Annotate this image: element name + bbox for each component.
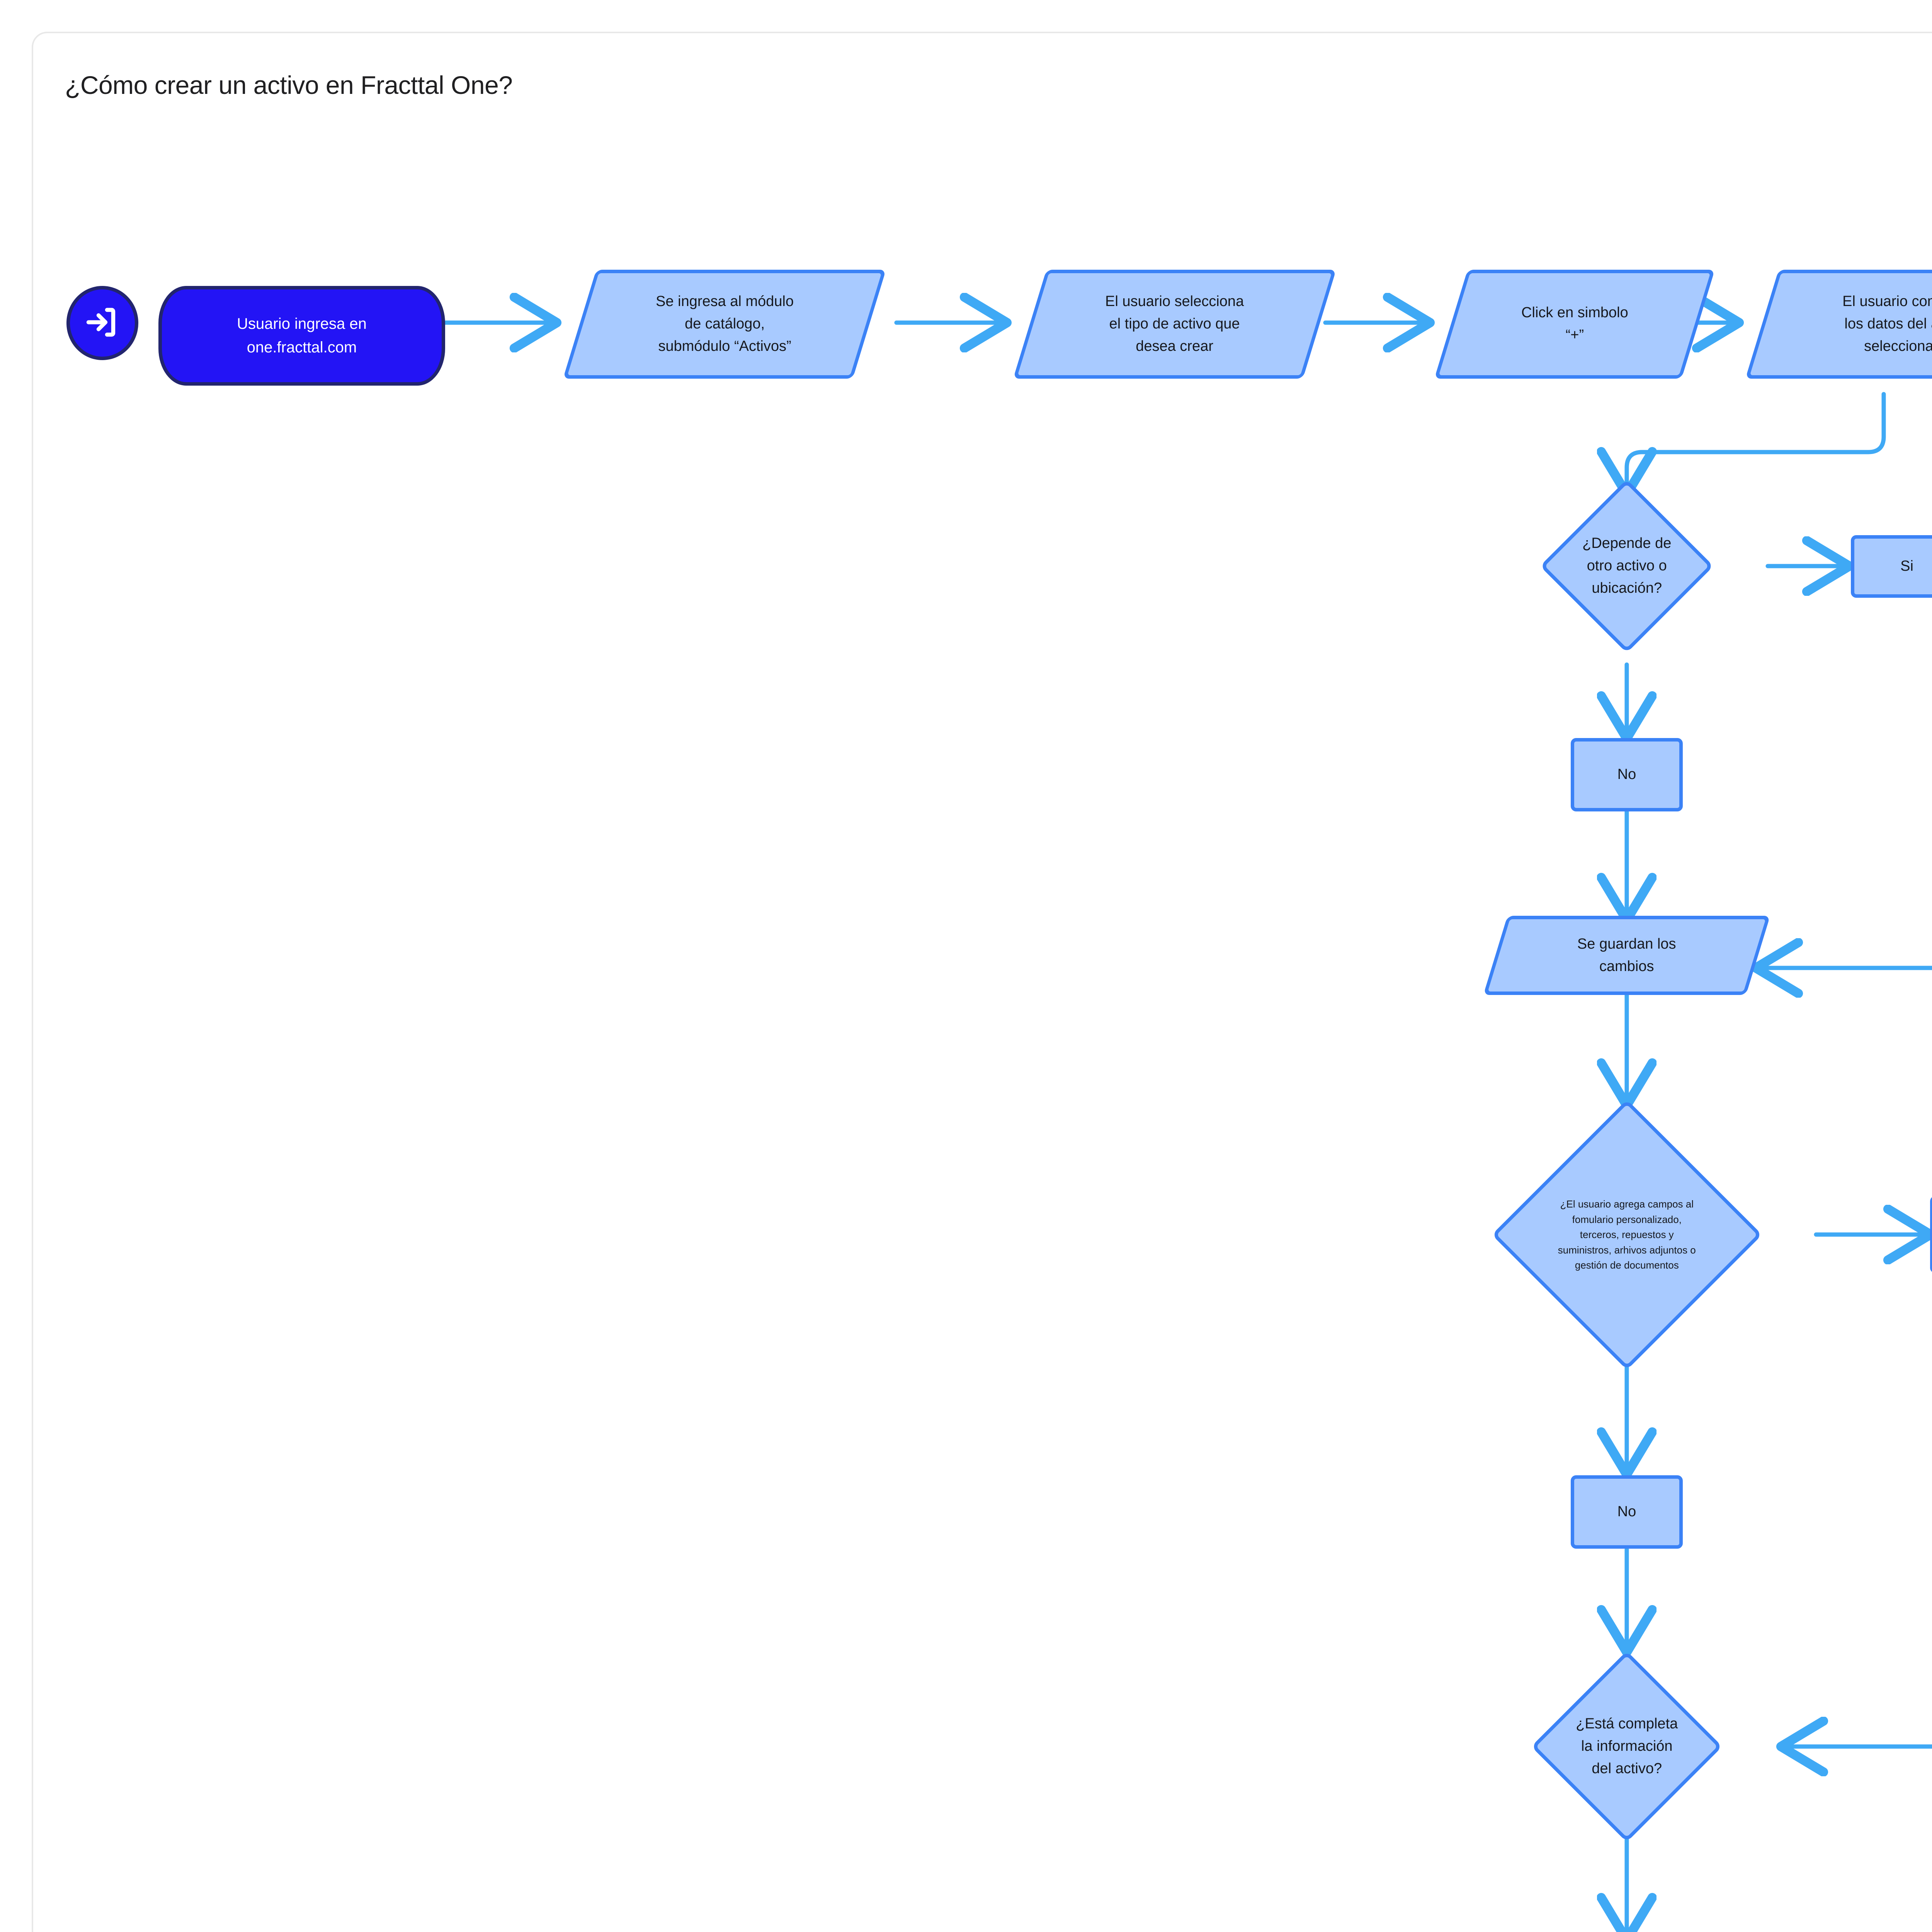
node-si-2[interactable]: Si <box>1930 1196 1932 1273</box>
node-decision-campos[interactable]: ¿El usuario agrega campos al fomulario p… <box>1492 1099 1762 1370</box>
node-completa-line2: los datos del activo <box>1844 316 1932 332</box>
node-si-1[interactable]: Si <box>1851 535 1932 598</box>
edge-anade-to-guardan1 <box>1760 872 1932 968</box>
node-dec3-line3: del activo? <box>1592 1760 1662 1777</box>
node-dec3-line2: la información <box>1581 1738 1673 1755</box>
start-icon-node[interactable] <box>66 286 138 360</box>
node-completa-line1: El usuario completa <box>1842 293 1932 310</box>
node-modulo-catalogo[interactable]: Se ingresa al módulo de catálogo, submód… <box>563 270 886 379</box>
node-dec1-line3: ubicación? <box>1592 580 1662 596</box>
node-tipo-line3: desea crear <box>1136 338 1214 354</box>
node-modulo-line3: submódulo “Activos” <box>658 338 791 354</box>
node-click-simbolo[interactable]: Click en simbolo “+” <box>1434 270 1715 379</box>
node-click-line1: Click en simbolo <box>1521 304 1628 321</box>
node-modulo-line1: Se ingresa al módulo <box>655 293 794 310</box>
node-decision-depende[interactable]: ¿Depende de otro activo o ubicación? <box>1540 479 1714 653</box>
node-dec2-line5: gestión de documentos <box>1575 1259 1679 1271</box>
node-completa-datos[interactable]: El usuario completa los datos del activo… <box>1745 270 1932 379</box>
node-click-line2: “+” <box>1565 327 1584 343</box>
login-arrow-icon <box>84 304 121 343</box>
node-start[interactable]: Usuario ingresa en one.fracttal.com <box>158 286 445 386</box>
node-guardan1-line2: cambios <box>1599 958 1654 975</box>
node-no-1-label: No <box>1617 766 1636 783</box>
node-dec2-line1: ¿El usuario agrega campos al <box>1560 1198 1694 1210</box>
node-start-line2: one.fracttal.com <box>247 339 357 356</box>
node-start-line1: Usuario ingresa en <box>237 315 367 333</box>
node-tipo-activo[interactable]: El usuario selecciona el tipo de activo … <box>1013 270 1337 379</box>
node-dec2-line2: fomulario personalizado, <box>1572 1213 1682 1225</box>
edge-completa-to-dec1 <box>1627 392 1886 490</box>
node-dec3-line1: ¿Está completa <box>1576 1716 1678 1732</box>
node-guardan-cambios-1[interactable]: Se guardan los cambios <box>1483 916 1770 995</box>
node-dec1-line2: otro activo o <box>1587 558 1667 574</box>
node-si-1-label: Si <box>1900 558 1913 575</box>
node-dec2-line3: terceros, repuestos y <box>1580 1228 1674 1240</box>
node-no-2[interactable]: No <box>1571 1475 1683 1549</box>
node-completa-line3: seleccionado <box>1864 338 1932 354</box>
node-dec2-line4: suministros, arhivos adjuntos o <box>1558 1244 1696 1256</box>
node-tipo-line2: el tipo de activo que <box>1109 316 1240 332</box>
node-modulo-line2: de catálogo, <box>684 316 765 332</box>
node-tipo-line1: El usuario selecciona <box>1105 293 1244 310</box>
node-no-2-label: No <box>1617 1503 1636 1520</box>
page-title: ¿Cómo crear un activo en Fracttal One? <box>65 71 513 99</box>
node-no-1[interactable]: No <box>1571 738 1683 811</box>
edge-llenamos-to-dec3 <box>1785 1310 1932 1747</box>
node-guardan1-line1: Se guardan los <box>1577 935 1676 952</box>
node-dec1-line1: ¿Depende de <box>1582 535 1672 552</box>
node-decision-completa[interactable]: ¿Está completa la información del activo… <box>1531 1651 1723 1842</box>
